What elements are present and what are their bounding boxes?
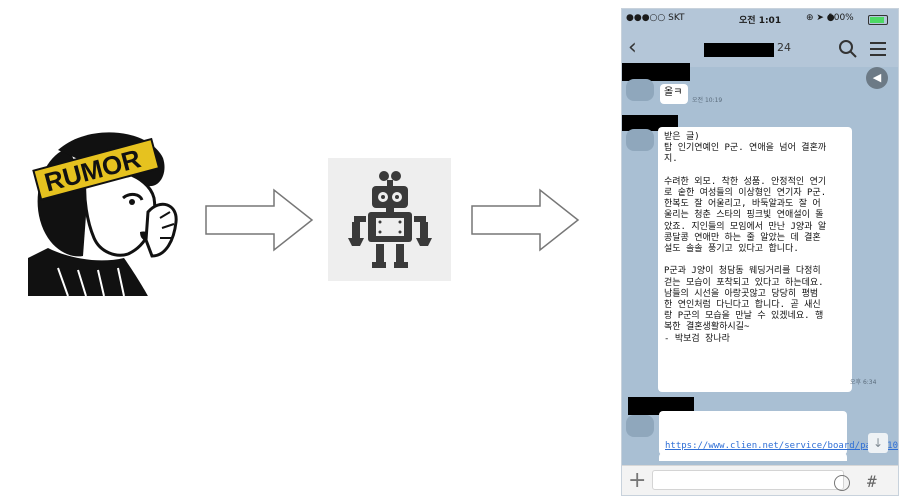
right-arrow-icon (205, 188, 314, 252)
announcement-icon[interactable]: ◀ (866, 67, 888, 89)
redacted-sender-name (622, 63, 690, 81)
avatar[interactable] (626, 129, 654, 151)
redacted-chat-title (704, 43, 774, 57)
message-input[interactable] (652, 470, 844, 490)
menu-icon[interactable] (868, 39, 888, 59)
right-arrow-icon (471, 188, 580, 252)
message-bubble: 받은 글) 탑 인기연예인 P군. 연애을 넘어 결혼까 지. 수려한 외모. … (658, 127, 852, 392)
robot-panel (328, 158, 451, 281)
message-bubble (659, 453, 847, 461)
carrier-text: ●●●○○ SKT (626, 13, 685, 23)
emoji-icon[interactable] (834, 475, 850, 491)
back-icon[interactable]: ‹ (628, 35, 637, 60)
battery-level (870, 17, 884, 23)
link-message-bubble: https://www.clien.net/service/board/park… (659, 411, 898, 455)
message-bubble: 올ㅋ (660, 84, 688, 104)
search-icon[interactable] (837, 38, 859, 60)
avatar[interactable] (626, 415, 654, 437)
clock-text: 오전 1:01 (739, 16, 782, 26)
status-bar: ●●●○○ SKT 오전 1:01 ⊕ ➤ ● 100% (622, 9, 898, 29)
message-time: 오전 10:19 (692, 97, 723, 104)
plus-icon[interactable]: + (628, 468, 647, 493)
member-count: 24 (777, 41, 791, 54)
message-link[interactable]: https://www.clien.net/service/board/park… (665, 441, 898, 451)
battery-icon (868, 15, 888, 25)
message-time: 오후 6:34 (850, 379, 877, 386)
battery-text: 100% (828, 13, 854, 23)
avatar[interactable] (626, 79, 654, 101)
message-input-bar: + # (622, 465, 898, 495)
redacted-sender-name (628, 397, 694, 415)
status-icons: ⊕ ➤ ● (806, 13, 835, 23)
robot-icon (348, 171, 432, 268)
rumor-illustration: RUMOR (28, 132, 178, 296)
hash-icon[interactable]: # (867, 472, 877, 491)
scroll-down-button[interactable]: ↓ (868, 433, 888, 453)
chat-nav-bar: ‹ 24 (622, 29, 898, 67)
phone-chat-screenshot: ●●●○○ SKT 오전 1:01 ⊕ ➤ ● 100% ‹ 24 ◀ 올ㅋ 오… (621, 8, 899, 496)
